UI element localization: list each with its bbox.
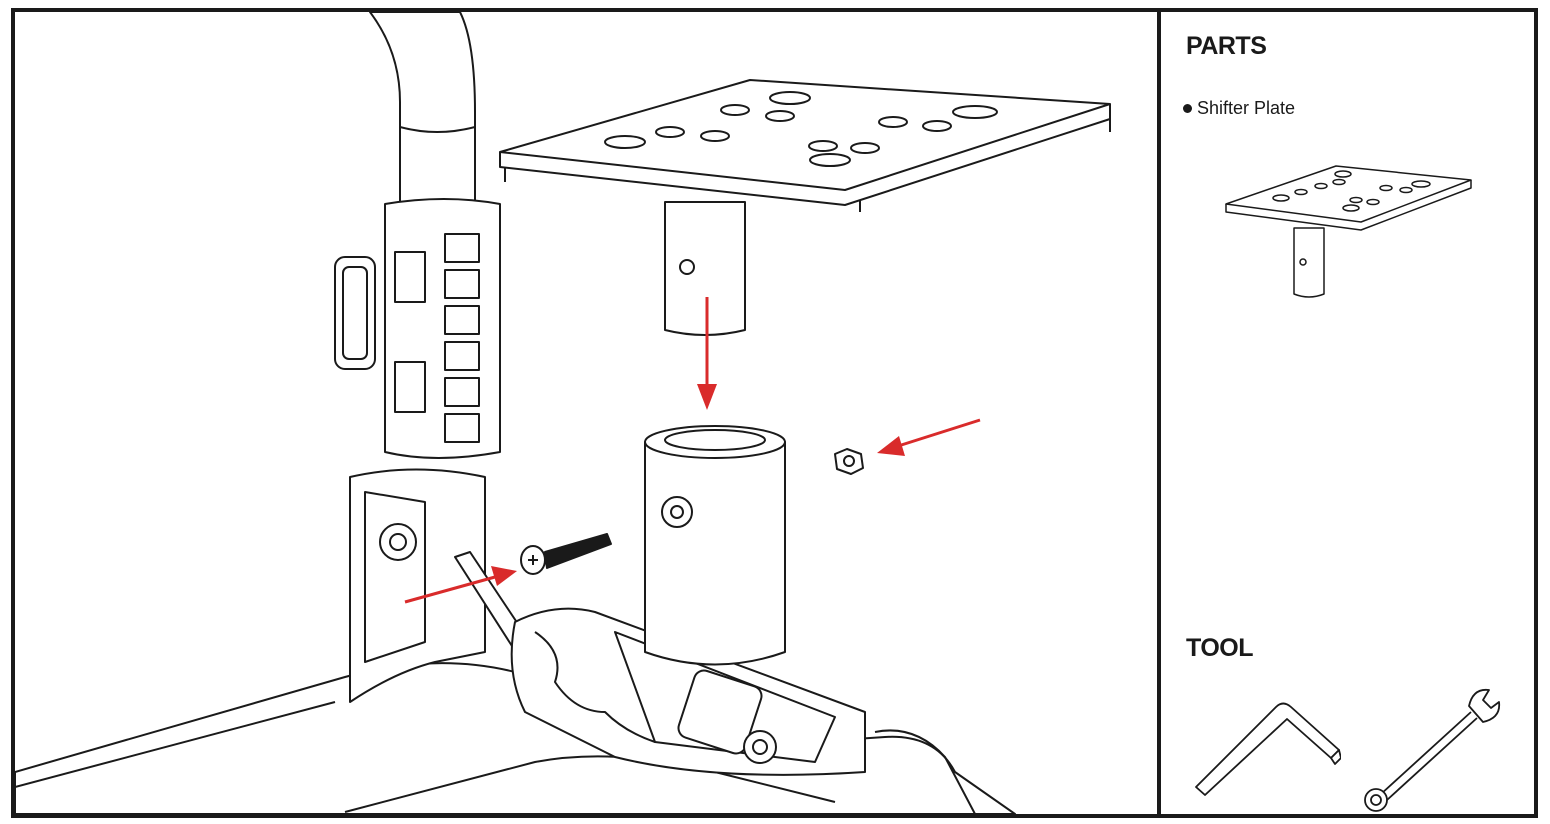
parts-heading: PARTS xyxy=(1186,32,1267,60)
parts-list: Shifter Plate xyxy=(1183,98,1295,119)
assembly-illustration xyxy=(15,12,1157,814)
direction-arrows xyxy=(404,297,981,604)
mount-arm xyxy=(510,607,866,776)
shifter-plate xyxy=(499,79,1111,336)
bolt xyxy=(520,533,612,575)
shifter-plate-thumbnail xyxy=(1221,162,1481,312)
nut xyxy=(834,448,864,475)
bullet-icon xyxy=(1183,104,1192,113)
wrench-icon xyxy=(1361,684,1501,814)
upright-tube xyxy=(369,12,476,213)
hex-key-icon xyxy=(1191,692,1341,802)
assembly-drawing xyxy=(15,12,1111,814)
receiver-post xyxy=(644,425,786,666)
panel-divider xyxy=(1157,8,1161,818)
clamp-collar xyxy=(334,198,501,459)
upright-bracket xyxy=(349,468,551,703)
list-item: Shifter Plate xyxy=(1183,98,1295,119)
tool-heading: TOOL xyxy=(1186,634,1253,662)
part-label: Shifter Plate xyxy=(1197,98,1296,118)
parts-tools-panel: PARTS Shifter Plate TOOL xyxy=(1161,12,1534,814)
